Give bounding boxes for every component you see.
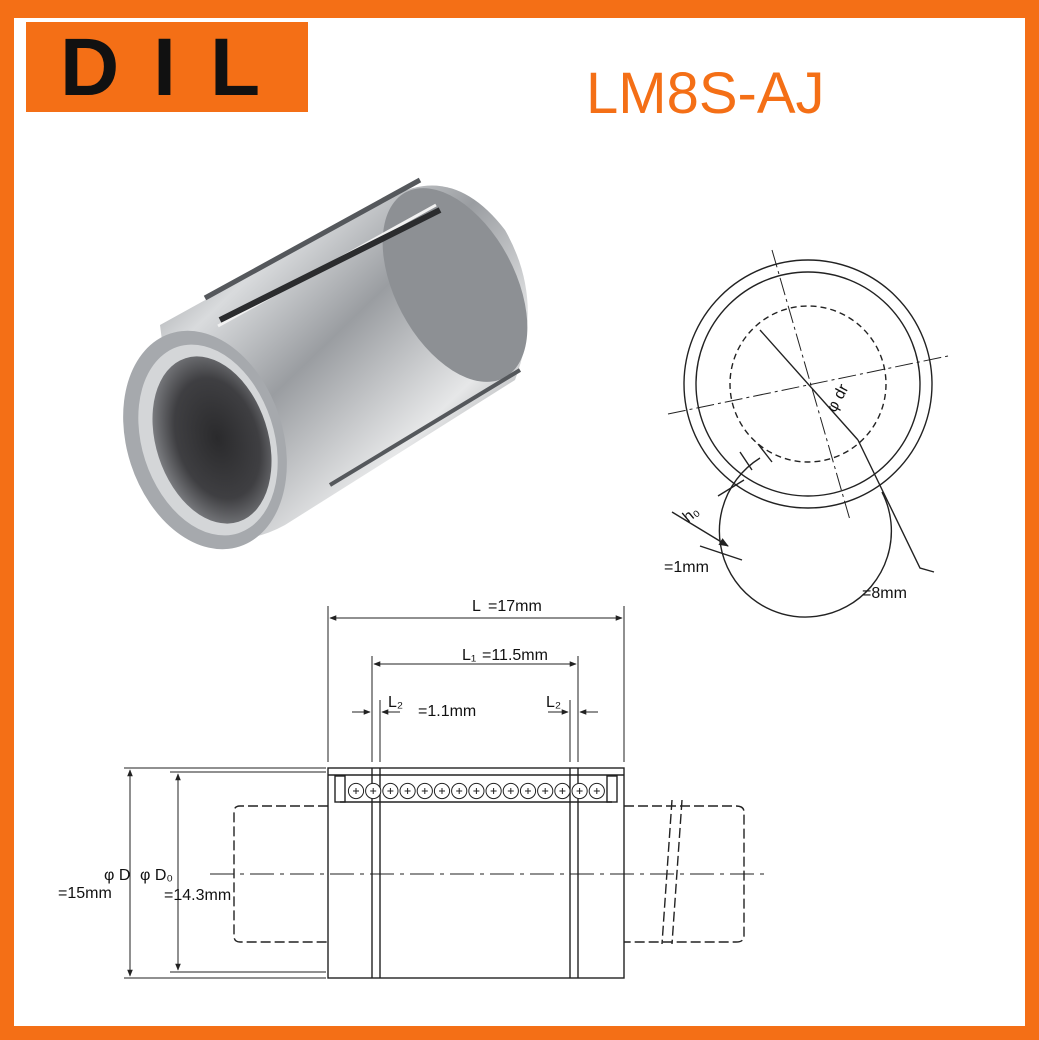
bearing-slot — [218, 207, 442, 323]
brand-logo-box: DIL — [26, 22, 308, 113]
L1-symbol: L₁ — [462, 647, 476, 664]
end-view-centerline-v — [771, 249, 851, 521]
L-value: =17mm — [488, 598, 542, 615]
brand-logo-text: DIL — [59, 22, 295, 113]
D0-symbol: φ D₀ — [140, 867, 173, 884]
bearing-back-face — [382, 188, 528, 382]
shaft-break — [661, 799, 683, 945]
ball-row — [347, 782, 605, 800]
dr-leader-line — [857, 439, 935, 573]
ball-center-mark — [490, 788, 497, 794]
dr-symbol: φ dr — [824, 381, 853, 415]
D-value: =15mm — [58, 885, 112, 902]
L1-value: =11.5mm — [482, 647, 548, 664]
L2-value: =1.1mm — [418, 703, 476, 720]
h0-dim-arrow-a — [671, 511, 729, 547]
h0-dim-line-b — [699, 545, 743, 561]
end-view-centerline-h — [667, 355, 949, 415]
groove-left — [203, 177, 422, 301]
bearing-photo — [123, 177, 528, 550]
dr-dimension-line — [759, 329, 859, 441]
side-view-body — [327, 767, 625, 979]
L-symbol: L — [472, 598, 481, 615]
h0-value: =1mm — [664, 559, 709, 576]
ball-center-mark — [576, 788, 583, 794]
end-view-drawing — [667, 249, 949, 618]
end-view-outer-circle — [683, 259, 933, 509]
ball-center-mark — [559, 788, 566, 794]
L2b-symbol: L₂ — [546, 694, 561, 711]
dr-value: =8mm — [862, 585, 907, 602]
bearing-bore — [152, 356, 272, 524]
ball-center-mark — [542, 788, 549, 794]
ball-center-mark — [525, 788, 531, 794]
D-symbol: φ D — [104, 867, 130, 884]
end-view-outer-inner-circle — [695, 271, 921, 497]
ball-center-mark — [507, 788, 514, 794]
end-view-slot — [739, 443, 773, 471]
end-view-ball-circle — [729, 305, 887, 463]
D0-value: =14.3mm — [164, 887, 231, 904]
ball-center-mark — [473, 788, 480, 794]
groove-right — [328, 368, 522, 487]
side-view-seal-left — [334, 775, 346, 803]
h0-symbol: h₀ — [680, 503, 703, 526]
h0-ext-line — [717, 479, 745, 497]
side-view-drawing — [124, 606, 770, 979]
L2-symbol: L₂ — [388, 694, 403, 711]
ball-center-mark — [456, 788, 463, 794]
side-view-seal-right — [606, 775, 618, 803]
ball-center-mark — [593, 788, 600, 794]
ball-center-mark — [387, 788, 394, 794]
product-title: LM8S-AJ — [586, 61, 825, 126]
ball-center-mark — [353, 788, 359, 794]
ball-center-mark — [404, 788, 411, 794]
ball-center-mark — [439, 788, 445, 794]
end-view-inner-circle — [718, 457, 893, 618]
ball-center-mark — [370, 788, 377, 794]
ball-center-mark — [421, 788, 428, 794]
